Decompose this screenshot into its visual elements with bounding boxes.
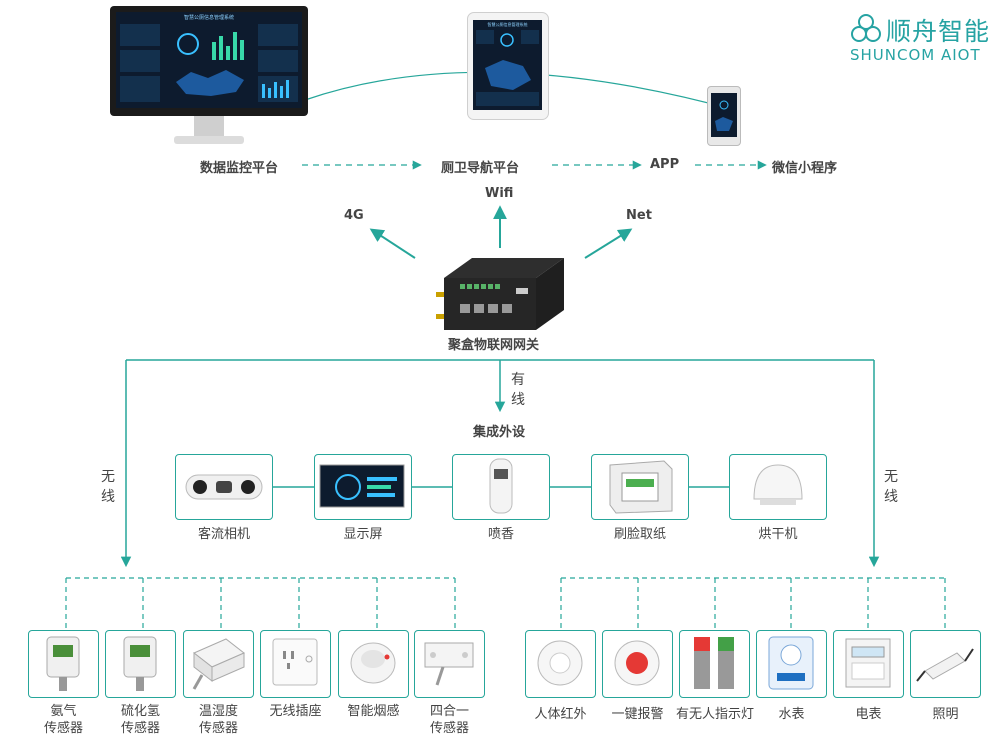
platform-wechat: 微信小程序 — [772, 161, 838, 176]
network-net: Net — [626, 208, 652, 223]
tablet-device: 智慧公厕信息管理系统 — [467, 12, 549, 120]
four-in-one-sensor-icon — [424, 642, 474, 686]
platform-toilet-nav: 厕卫导航平台 — [441, 161, 520, 176]
sensor-label-h2s: 硫化氢 传感器 — [120, 704, 160, 736]
dashboard-graphics — [120, 24, 298, 102]
gateway-device — [432, 248, 572, 334]
tablet-screen: 智慧公厕信息管理系统 — [473, 20, 542, 110]
logo-mark-icon — [851, 14, 881, 42]
gas-detector-icon — [46, 636, 80, 691]
sensor-occupancy-light-box — [679, 630, 750, 698]
tablet-screen-title: 智慧公厕信息管理系统 — [487, 22, 528, 27]
network-4g: 4G — [344, 208, 364, 223]
integrated-title: 集成外设 — [473, 425, 526, 440]
electric-meter-icon — [845, 638, 891, 688]
integrated-display-box — [314, 454, 412, 520]
sensor-temp-humidity-box — [183, 630, 254, 698]
sensor-label-alarm: 一键报警 — [611, 707, 664, 722]
logo-en: SHUNCOM AIOT — [850, 46, 981, 64]
sensor-smoke-box — [338, 630, 409, 698]
integrated-dryer-box — [729, 454, 827, 520]
display-icon — [319, 464, 405, 508]
sensor-electric-meter-box — [833, 630, 904, 698]
sensor-ammonia-box — [28, 630, 99, 698]
integrated-label-face-paper: 刷脸取纸 — [613, 527, 666, 542]
sensor-lighting-box — [910, 630, 981, 698]
sensor-pir-box — [525, 630, 596, 698]
gas-detector-icon — [123, 636, 157, 691]
water-meter-icon — [768, 636, 814, 690]
sensor-label-wireless-socket: 无线插座 — [269, 704, 322, 719]
gateway-label: 聚盒物联网网关 — [448, 338, 540, 353]
gateway-icon — [436, 258, 564, 330]
logo-cn: 顺舟智能 — [886, 17, 991, 46]
phone-screen — [711, 93, 737, 137]
integrated-label-fragrance: 喷香 — [487, 527, 514, 542]
hand-dryer-icon — [753, 464, 803, 505]
fragrance-dispenser-icon — [489, 458, 513, 514]
sensor-label-occupancy-light: 有无人指示灯 — [675, 707, 754, 722]
company-logo: 顺舟智能 SHUNCOM AIOT — [850, 10, 995, 65]
face-paper-dispenser-icon — [609, 460, 673, 514]
occupancy-indicator-icon — [694, 637, 734, 689]
platform-monitoring: 数据监控平台 — [200, 161, 279, 176]
network-wifi: Wifi — [485, 186, 514, 201]
sensor-label-smoke: 智能烟感 — [347, 704, 400, 719]
wired-label: 有线 — [511, 372, 525, 408]
integrated-fragrance-box — [452, 454, 550, 520]
sensor-four-in-one-box — [414, 630, 485, 698]
integrated-camera-box — [175, 454, 273, 520]
wireless-label-left: 无线 — [101, 469, 115, 505]
socket-icon — [272, 638, 318, 686]
sensor-label-four-in-one: 四合一 传感器 — [429, 704, 469, 736]
camera-icon — [185, 474, 263, 500]
sensor-water-meter-box — [756, 630, 827, 698]
monitor-screen-title: 智慧公厕信息管理系统 — [183, 15, 234, 21]
integrated-label-camera: 客流相机 — [197, 527, 250, 542]
sensor-label-lighting: 照明 — [932, 707, 959, 722]
sensor-label-temp-humidity: 温湿度 传感器 — [198, 704, 238, 736]
temp-humidity-sensor-icon — [192, 638, 245, 690]
lighting-controller-icon — [916, 648, 974, 682]
sensor-alarm-box — [602, 630, 673, 698]
sensor-h2s-box — [105, 630, 176, 698]
integrated-label-display: 显示屏 — [343, 527, 383, 542]
sensor-label-pir: 人体红外 — [534, 707, 587, 722]
integrated-face-paper-box — [591, 454, 689, 520]
wireless-label-right: 无线 — [884, 469, 898, 505]
sensor-label-water-meter: 水表 — [778, 707, 805, 722]
alarm-button-icon — [614, 640, 660, 686]
phone-device — [707, 86, 741, 146]
monitor-device: 智慧公厕信息管理系统 — [110, 6, 310, 151]
sensor-label-ammonia: 氨气 传感器 — [43, 704, 83, 736]
pir-sensor-icon — [537, 640, 583, 686]
sensor-label-electric-meter: 电表 — [855, 707, 882, 722]
smoke-detector-icon — [350, 642, 396, 684]
sensor-wireless-socket-box — [260, 630, 331, 698]
integrated-label-dryer: 烘干机 — [758, 527, 798, 542]
monitor-screen: 智慧公厕信息管理系统 — [116, 12, 302, 108]
platform-app: APP — [650, 157, 680, 172]
